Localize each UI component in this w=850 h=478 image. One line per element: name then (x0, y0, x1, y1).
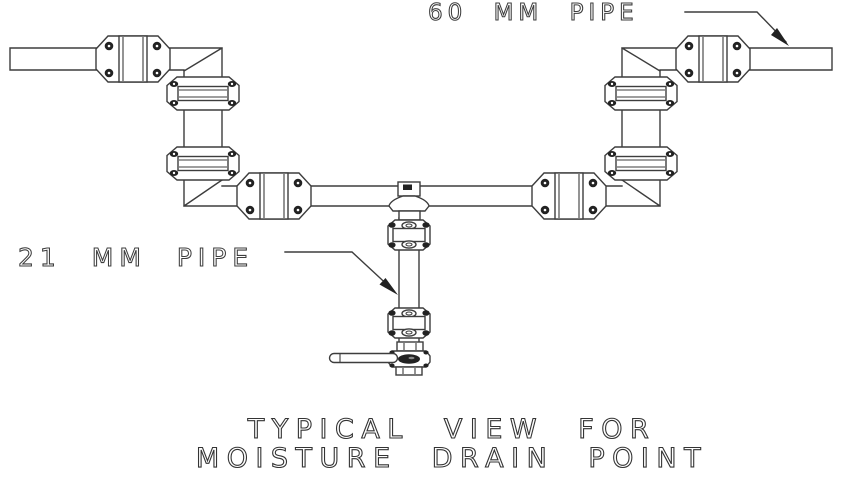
valve-lever-handle (328, 352, 399, 364)
pipe-runs (9, 47, 833, 347)
flange-coupling-left-header (95, 35, 171, 83)
reducing-tee (388, 181, 430, 221)
flange-coupling-center-left (236, 172, 312, 220)
flange-coupling-left-riser-lower (166, 146, 240, 181)
ball-valve (328, 341, 431, 376)
pipe-21-label: 21 MM PIPE (18, 243, 254, 272)
union-coupling-drain-lower (387, 307, 431, 339)
flange-coupling-right-riser-lower (604, 146, 678, 181)
pipe-60-label: 60 MM PIPE (428, 0, 639, 26)
leader-60mm (684, 11, 789, 46)
leader-21mm (284, 251, 398, 295)
flange-coupling-right-riser-upper (604, 76, 678, 111)
flange-coupling-right-header (675, 35, 751, 83)
flange-coupling-center-right (531, 172, 607, 220)
union-coupling-drain-upper (387, 219, 431, 251)
flange-coupling-left-riser-upper (166, 76, 240, 111)
valve-ball (398, 354, 420, 364)
caption-line-2: MOISTURE DRAIN POINT (196, 443, 708, 474)
caption-line-1: TYPICAL VIEW FOR (247, 414, 657, 445)
